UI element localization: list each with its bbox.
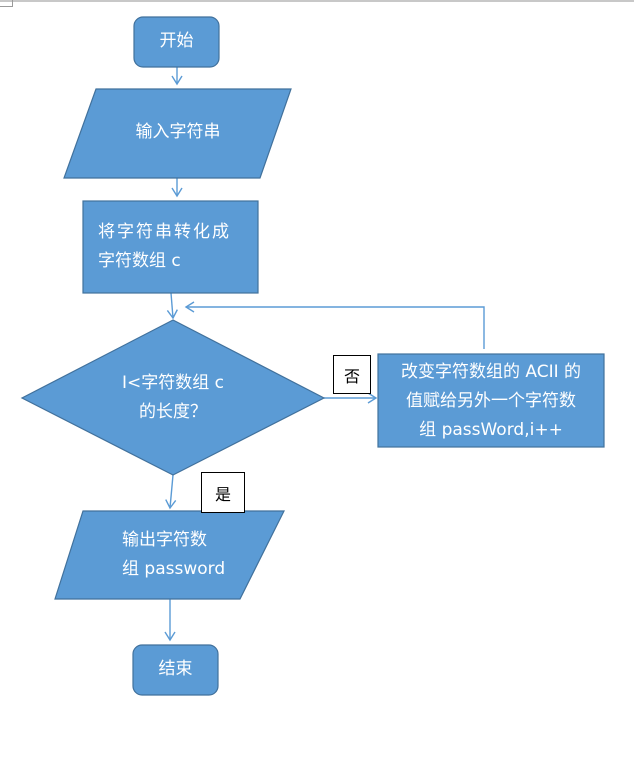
modify-label-line1: 改变字符数组的 ACII 的 xyxy=(400,362,582,382)
window-top-border xyxy=(0,0,634,2)
connector-decision-output xyxy=(165,474,177,510)
decision-label-line2: 的长度？ xyxy=(139,402,207,422)
modify-label: 改变字符数组的 ACII 的 值赋给另外一个字符数 组 passWord,i++ xyxy=(380,358,602,445)
convert-process-box xyxy=(82,200,259,294)
input-label: 输入字符串 xyxy=(135,122,221,142)
canvas-corner-mark xyxy=(0,0,13,7)
output-label: 输出字符数 组 password xyxy=(122,526,252,584)
start-terminator xyxy=(133,16,220,68)
modify-process-box xyxy=(377,353,605,448)
output-label-line2: 组 password xyxy=(122,559,226,579)
decision-diamond xyxy=(20,319,326,476)
convert-label: 将字符串转化成 字符数组 c xyxy=(98,218,256,276)
modify-label-line3: 组 passWord,i++ xyxy=(419,420,563,440)
connector-convert-decision xyxy=(166,292,178,320)
yes-branch-label: 是 xyxy=(201,472,245,513)
convert-label-line2: 字符数组 c xyxy=(98,251,181,271)
end-label: 结束 xyxy=(158,659,193,679)
output-label-line1: 输出字符数 xyxy=(122,530,207,550)
no-branch-label: 否 xyxy=(333,355,371,394)
decision-label-line1: I<字符数组 c xyxy=(121,373,224,393)
convert-label-line1: 将字符串转化成 xyxy=(98,222,231,242)
modify-label-line2: 值赋给另外一个字符数 xyxy=(406,391,576,411)
start-label: 开始 xyxy=(159,31,194,51)
connector-loop-back xyxy=(184,301,485,349)
decision-label: I<字符数组 c 的长度？ xyxy=(75,369,271,427)
input-parallelogram xyxy=(63,88,292,179)
end-terminator xyxy=(132,644,219,696)
